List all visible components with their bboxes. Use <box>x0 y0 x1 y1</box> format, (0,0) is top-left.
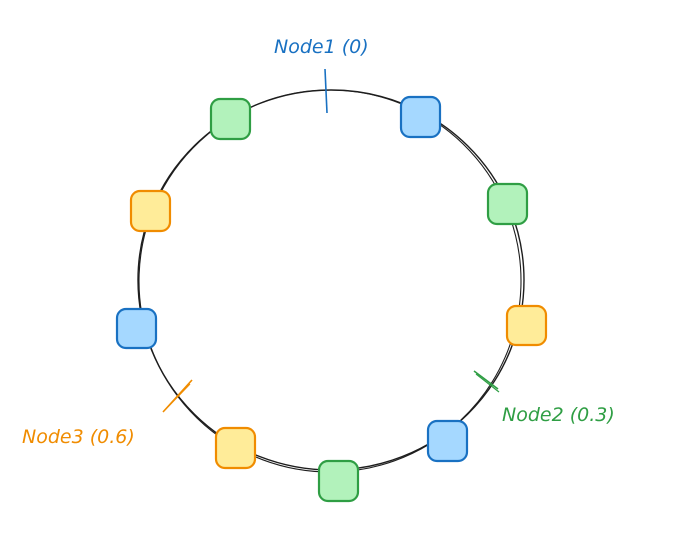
node3-marker <box>162 379 193 413</box>
node1-marker <box>324 68 328 114</box>
hash-ring <box>137 89 525 473</box>
virtual-node-blue-square <box>426 419 469 463</box>
virtual-node-blue-square <box>399 95 442 139</box>
virtual-node-orange-square <box>214 426 257 470</box>
virtual-node-green-square <box>317 459 360 503</box>
virtual-node-orange-square <box>505 304 548 347</box>
virtual-node-blue-square <box>115 307 158 350</box>
virtual-node-orange-square <box>129 189 172 233</box>
node1-label: Node1 (0) <box>274 36 369 58</box>
node2-marker <box>473 370 500 393</box>
virtual-node-green-square <box>486 182 529 226</box>
node3-label: Node3 (0.6) <box>22 426 135 448</box>
virtual-nodes <box>115 95 548 503</box>
node2-label: Node2 (0.3) <box>502 404 615 426</box>
virtual-node-green-square <box>209 97 252 141</box>
